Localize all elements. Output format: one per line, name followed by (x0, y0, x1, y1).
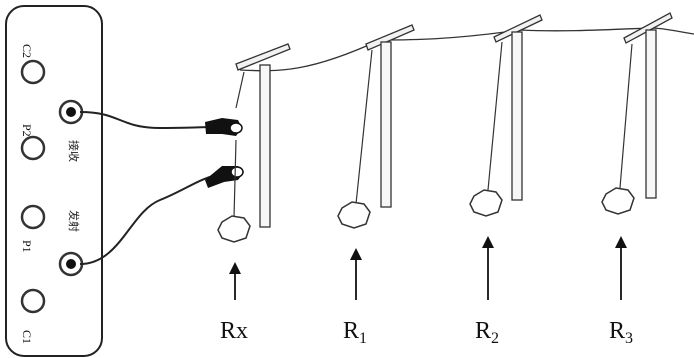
terminal-c2-socket (20, 59, 46, 85)
ground-electrode-r1 (337, 201, 371, 229)
arrow-r1 (350, 248, 362, 300)
transmit-clamp (205, 166, 244, 188)
label-r1: R1 (343, 318, 367, 347)
terminal-p1-socket (20, 204, 46, 230)
tower-r3 (601, 12, 673, 215)
receive-label: 接收 (67, 140, 81, 162)
terminal-label-p1: P1 (20, 240, 34, 253)
terminal-transmit-pin (66, 259, 76, 269)
transmit-cable (79, 174, 219, 265)
terminal-label-c2: C2 (20, 44, 34, 58)
arrow-r2 (482, 236, 494, 300)
ground-electrode-rx (217, 215, 251, 243)
terminal-c1-socket (20, 288, 46, 314)
tower-rx (217, 43, 291, 243)
tower-r2 (469, 14, 543, 217)
arrow-rx (229, 262, 241, 300)
arrow-r3 (615, 236, 627, 300)
receive-clamp (205, 118, 243, 136)
transmit-label: 发射 (67, 210, 81, 232)
receive-cable (79, 111, 219, 130)
terminal-p2-socket (20, 135, 46, 161)
ground-electrode-r2 (469, 189, 503, 217)
tester-instrument: C2 P2 接收 发射 P1 C1 (5, 5, 103, 357)
label-r2: R2 (475, 318, 499, 347)
label-rx: Rx (220, 318, 248, 344)
overhead-ground-wire (239, 27, 694, 72)
ground-electrode-r3 (601, 187, 635, 215)
terminal-label-c1: C1 (20, 330, 34, 344)
terminal-label-p2: P2 (20, 124, 34, 137)
instrument-panel (5, 5, 103, 357)
terminal-receive-pin (66, 107, 76, 117)
label-r3: R3 (609, 318, 633, 347)
tower-r1 (337, 24, 415, 229)
